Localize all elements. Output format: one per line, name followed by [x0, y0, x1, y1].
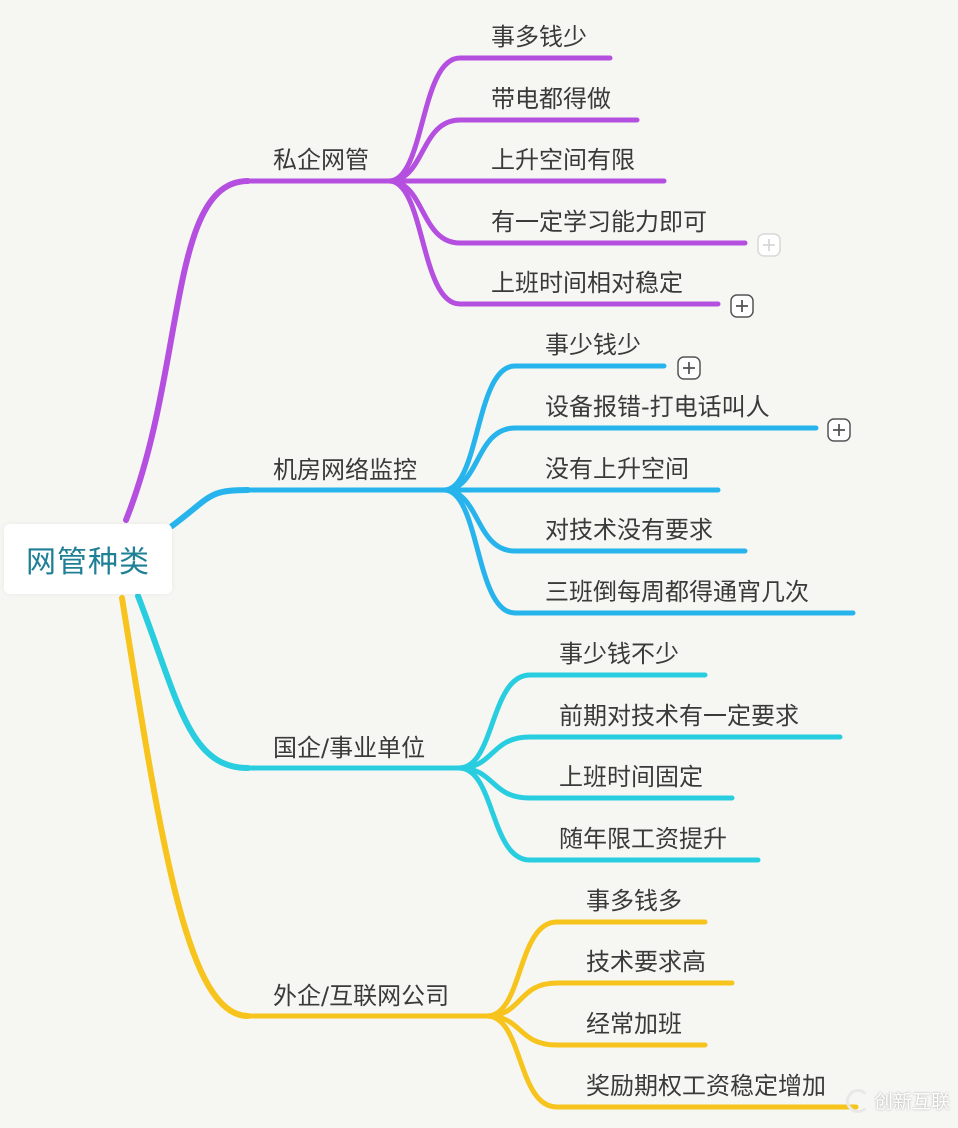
branch-connector	[169, 487, 251, 529]
leaf-label[interactable]: 经常加班	[586, 1010, 682, 1038]
expand-plus-icon[interactable]	[730, 294, 754, 318]
watermark: 创新互联	[845, 1087, 950, 1114]
root-node[interactable]: 网管种类	[4, 524, 172, 594]
leaf-connector	[484, 1013, 859, 1110]
root-label: 网管种类	[26, 545, 150, 580]
leaf-label[interactable]: 有一定学习能力即可	[491, 208, 707, 236]
branch-label[interactable]: 国企/事业单位	[273, 734, 425, 762]
leaf-connector	[386, 55, 613, 184]
expand-plus-icon[interactable]	[757, 233, 781, 257]
leaf-label[interactable]: 奖励期权工资稳定增加	[586, 1072, 826, 1100]
leaf-label[interactable]: 对技术没有要求	[545, 516, 713, 544]
leaf-label[interactable]: 设备报错-打电话叫人	[545, 393, 770, 421]
leaf-label[interactable]: 上班时间固定	[559, 763, 703, 791]
leaf-label[interactable]: 上班时间相对稳定	[491, 269, 683, 297]
branch-label[interactable]: 外企/互联网公司	[273, 982, 449, 1010]
leaf-label[interactable]: 前期对技术有一定要求	[559, 702, 799, 730]
leaf-label[interactable]: 随年限工资提升	[559, 825, 727, 853]
leaf-connector	[386, 117, 640, 184]
leaf-connector	[484, 980, 735, 1019]
expand-plus-icon[interactable]	[677, 356, 701, 380]
branch-label[interactable]: 私企网管	[273, 146, 369, 174]
expand-plus-icon[interactable]	[827, 418, 851, 442]
leaf-connector	[441, 425, 819, 493]
branch-connector	[119, 595, 251, 1019]
leaf-label[interactable]: 事多钱多	[586, 887, 682, 915]
branch-label[interactable]: 机房网络监控	[273, 456, 417, 484]
leaf-connector	[386, 178, 721, 307]
leaf-connector	[441, 363, 667, 493]
branch-connector	[123, 178, 251, 523]
leaf-label[interactable]: 事少钱不少	[559, 640, 679, 668]
leaf-label[interactable]: 没有上升空间	[545, 455, 689, 483]
leaf-label[interactable]: 上升空间有限	[491, 146, 635, 174]
leaf-connector	[484, 919, 708, 1019]
leaf-label[interactable]: 技术要求高	[586, 948, 706, 976]
leaf-label[interactable]: 三班倒每周都得通宵几次	[545, 578, 809, 606]
leaf-connector	[441, 487, 856, 616]
watermark-logo-icon	[845, 1088, 870, 1113]
leaf-label[interactable]: 事多钱少	[491, 23, 587, 51]
leaf-connector	[456, 672, 708, 771]
leaf-connector	[456, 734, 843, 771]
leaf-label[interactable]: 事少钱少	[545, 331, 641, 359]
branch-connector	[135, 593, 251, 771]
leaf-label[interactable]: 带电都得做	[491, 85, 611, 113]
watermark-text: 创新互联	[873, 1091, 950, 1113]
leaf-connector	[456, 765, 761, 863]
